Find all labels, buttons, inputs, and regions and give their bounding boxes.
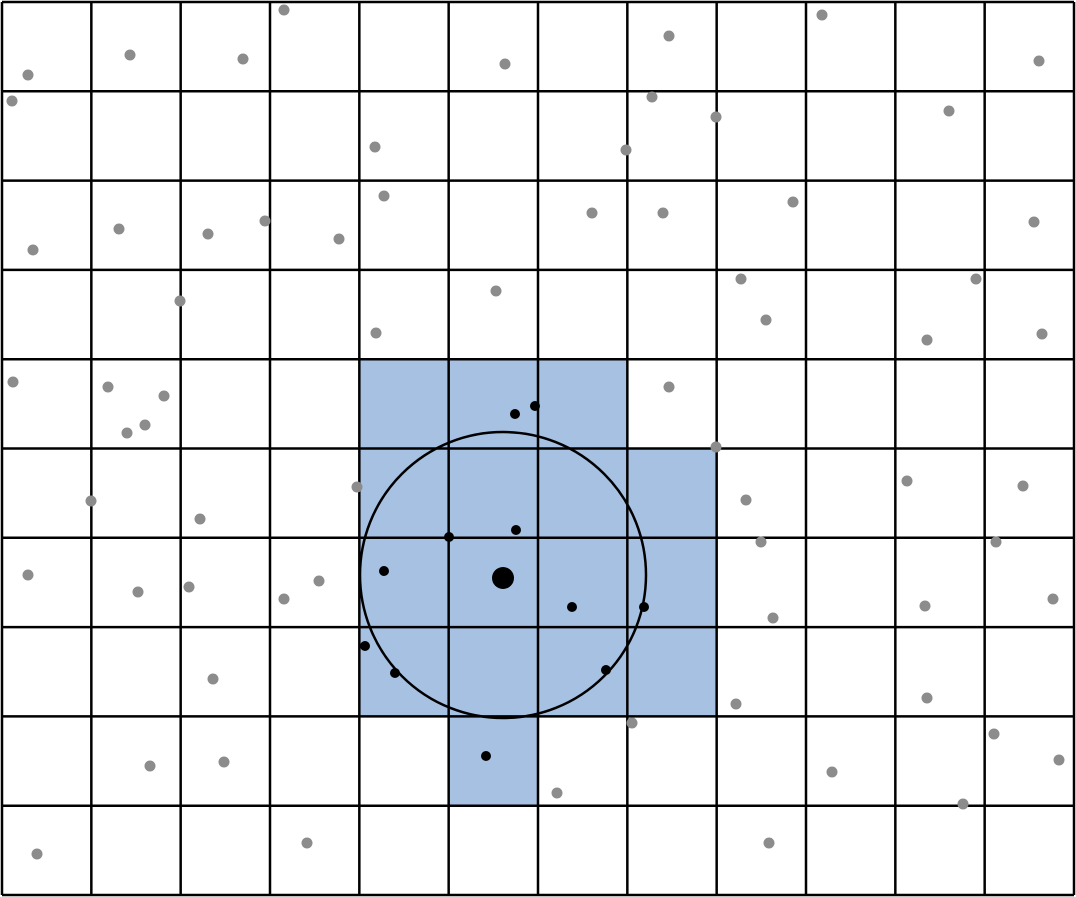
- outside-point: [301, 837, 313, 849]
- outside-point: [1017, 480, 1029, 492]
- outside-point: [657, 207, 669, 219]
- outside-point: [816, 9, 828, 21]
- outside-point: [144, 760, 156, 772]
- outside-point: [740, 494, 752, 506]
- outside-point: [646, 91, 658, 103]
- candidate-point: [444, 532, 454, 542]
- outside-point: [901, 475, 913, 487]
- candidate-point: [511, 525, 521, 535]
- highlighted-cell: [448, 359, 538, 449]
- candidate-point: [530, 401, 540, 411]
- outside-point: [921, 692, 933, 704]
- outside-point: [183, 581, 195, 593]
- outside-point: [767, 612, 779, 624]
- outside-point: [121, 427, 133, 439]
- outside-point: [237, 53, 249, 65]
- outside-point: [351, 481, 363, 493]
- outside-point: [113, 223, 125, 235]
- outside-point: [132, 586, 144, 598]
- highlighted-cell: [359, 359, 449, 449]
- outside-point: [333, 233, 345, 245]
- highlighted-cell: [448, 627, 538, 717]
- outside-point: [586, 207, 598, 219]
- outside-point: [369, 141, 381, 153]
- highlighted-cell: [627, 627, 717, 717]
- highlighted-cell: [538, 627, 628, 717]
- outside-point: [826, 766, 838, 778]
- outside-point: [202, 228, 214, 240]
- outside-point: [139, 419, 151, 431]
- outside-point: [370, 327, 382, 339]
- outside-point: [663, 30, 675, 42]
- outside-point: [626, 717, 638, 729]
- candidate-points: [360, 401, 649, 761]
- outside-point: [988, 728, 1000, 740]
- outside-point: [710, 441, 722, 453]
- outside-point: [85, 495, 97, 507]
- outside-point: [921, 334, 933, 346]
- outside-point: [174, 295, 186, 307]
- highlighted-cell: [448, 448, 538, 538]
- outside-point: [957, 798, 969, 810]
- outside-point: [207, 673, 219, 685]
- outside-point: [490, 285, 502, 297]
- outside-point: [313, 575, 325, 587]
- outside-point: [551, 787, 563, 799]
- outside-point: [158, 390, 170, 402]
- query-point: [492, 567, 514, 589]
- outside-points: [6, 4, 1065, 860]
- candidate-point: [510, 409, 520, 419]
- outside-point: [919, 600, 931, 612]
- outside-point: [1047, 593, 1059, 605]
- highlighted-cell: [538, 448, 628, 538]
- outside-point: [763, 837, 775, 849]
- outside-point: [710, 111, 722, 123]
- outside-point: [31, 848, 43, 860]
- outside-point: [730, 698, 742, 710]
- outside-point: [787, 196, 799, 208]
- candidate-point: [360, 641, 370, 651]
- outside-point: [278, 4, 290, 16]
- highlighted-cell: [538, 359, 628, 449]
- outside-point: [22, 69, 34, 81]
- outside-point: [6, 95, 18, 107]
- outside-point: [7, 376, 19, 388]
- outside-point: [259, 215, 271, 227]
- outside-point: [124, 49, 136, 61]
- outside-point: [27, 244, 39, 256]
- highlighted-cell: [359, 627, 449, 717]
- outside-point: [278, 593, 290, 605]
- highlighted-cell: [627, 448, 717, 538]
- outside-point: [990, 536, 1002, 548]
- outside-point: [102, 381, 114, 393]
- candidate-point: [567, 602, 577, 612]
- outside-point: [760, 314, 772, 326]
- outside-point: [970, 273, 982, 285]
- outside-point: [943, 105, 955, 117]
- highlighted-cell: [538, 537, 628, 628]
- outside-point: [663, 381, 675, 393]
- highlighted-cells: [359, 359, 717, 806]
- outside-point: [218, 756, 230, 768]
- outside-point: [22, 569, 34, 581]
- outside-point: [1053, 754, 1065, 766]
- outside-point: [1033, 55, 1045, 67]
- outside-point: [735, 273, 747, 285]
- highlighted-cell: [359, 537, 449, 628]
- highlighted-cell: [448, 716, 538, 806]
- candidate-point: [481, 751, 491, 761]
- outside-point: [1028, 216, 1040, 228]
- outside-point: [620, 144, 632, 156]
- search-radius-circle: [358, 430, 648, 720]
- outside-point: [1036, 328, 1048, 340]
- outside-point: [378, 190, 390, 202]
- outside-point: [499, 58, 511, 70]
- highlighted-cell: [359, 448, 449, 538]
- outside-point: [755, 536, 767, 548]
- candidate-point: [379, 566, 389, 576]
- outside-point: [194, 513, 206, 525]
